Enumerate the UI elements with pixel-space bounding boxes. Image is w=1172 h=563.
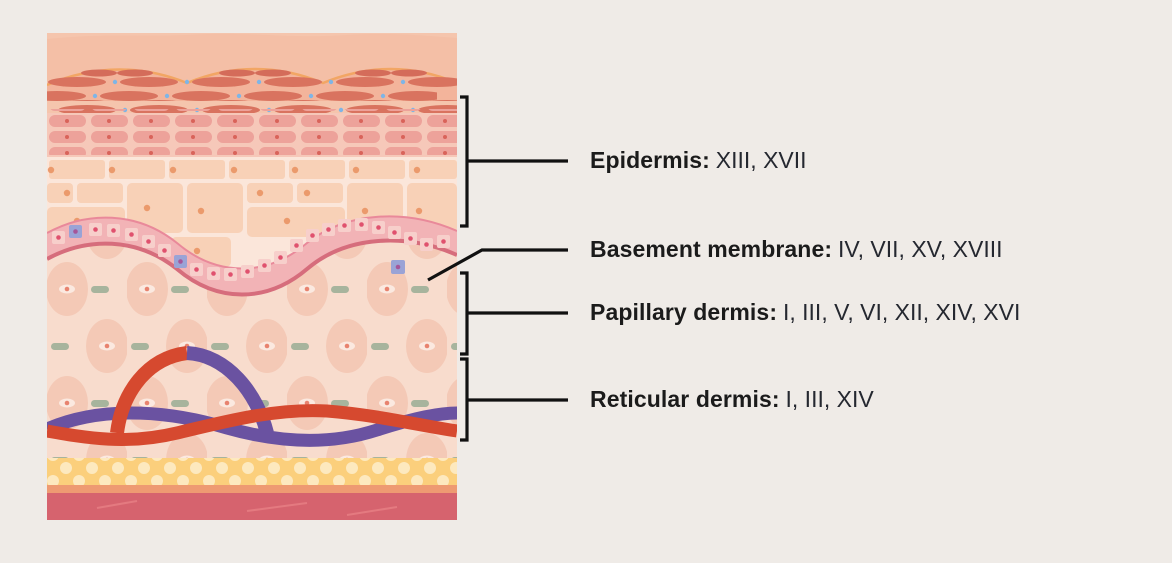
label-epidermis: Epidermis:XIII, XVII xyxy=(590,147,807,173)
blood-vessels xyxy=(47,346,457,447)
reticular-dermis-bracket xyxy=(460,357,469,442)
skin-cross-section-illustration xyxy=(47,33,457,520)
layer-name: Papillary dermis xyxy=(590,299,770,325)
collagen-types: IV, VII, XV, XVIII xyxy=(838,236,1003,262)
layer-name: Basement membrane xyxy=(590,236,825,262)
epidermis-bracket xyxy=(460,95,469,228)
subcutaneous-fat xyxy=(47,458,457,487)
layer-name: Reticular dermis xyxy=(590,386,772,412)
collagen-types: I, III, V, VI, XII, XIV, XVI xyxy=(782,299,1021,325)
basement-membrane-cells xyxy=(52,218,450,281)
papillary-dermis-bracket xyxy=(460,271,469,356)
label-reticular-dermis: Reticular dermis:I, III, XIV xyxy=(590,386,874,412)
collagen-types: XIII, XVII xyxy=(715,147,807,173)
muscle-layer xyxy=(47,493,457,520)
label-basement-membrane: Basement membrane:IV, VII, XV, XVIII xyxy=(590,236,1003,262)
layer-name: Epidermis xyxy=(590,147,703,173)
label-papillary-dermis: Papillary dermis:I, III, V, VI, XII, XIV… xyxy=(590,299,1021,325)
collagen-types: I, III, XIV xyxy=(785,386,874,412)
